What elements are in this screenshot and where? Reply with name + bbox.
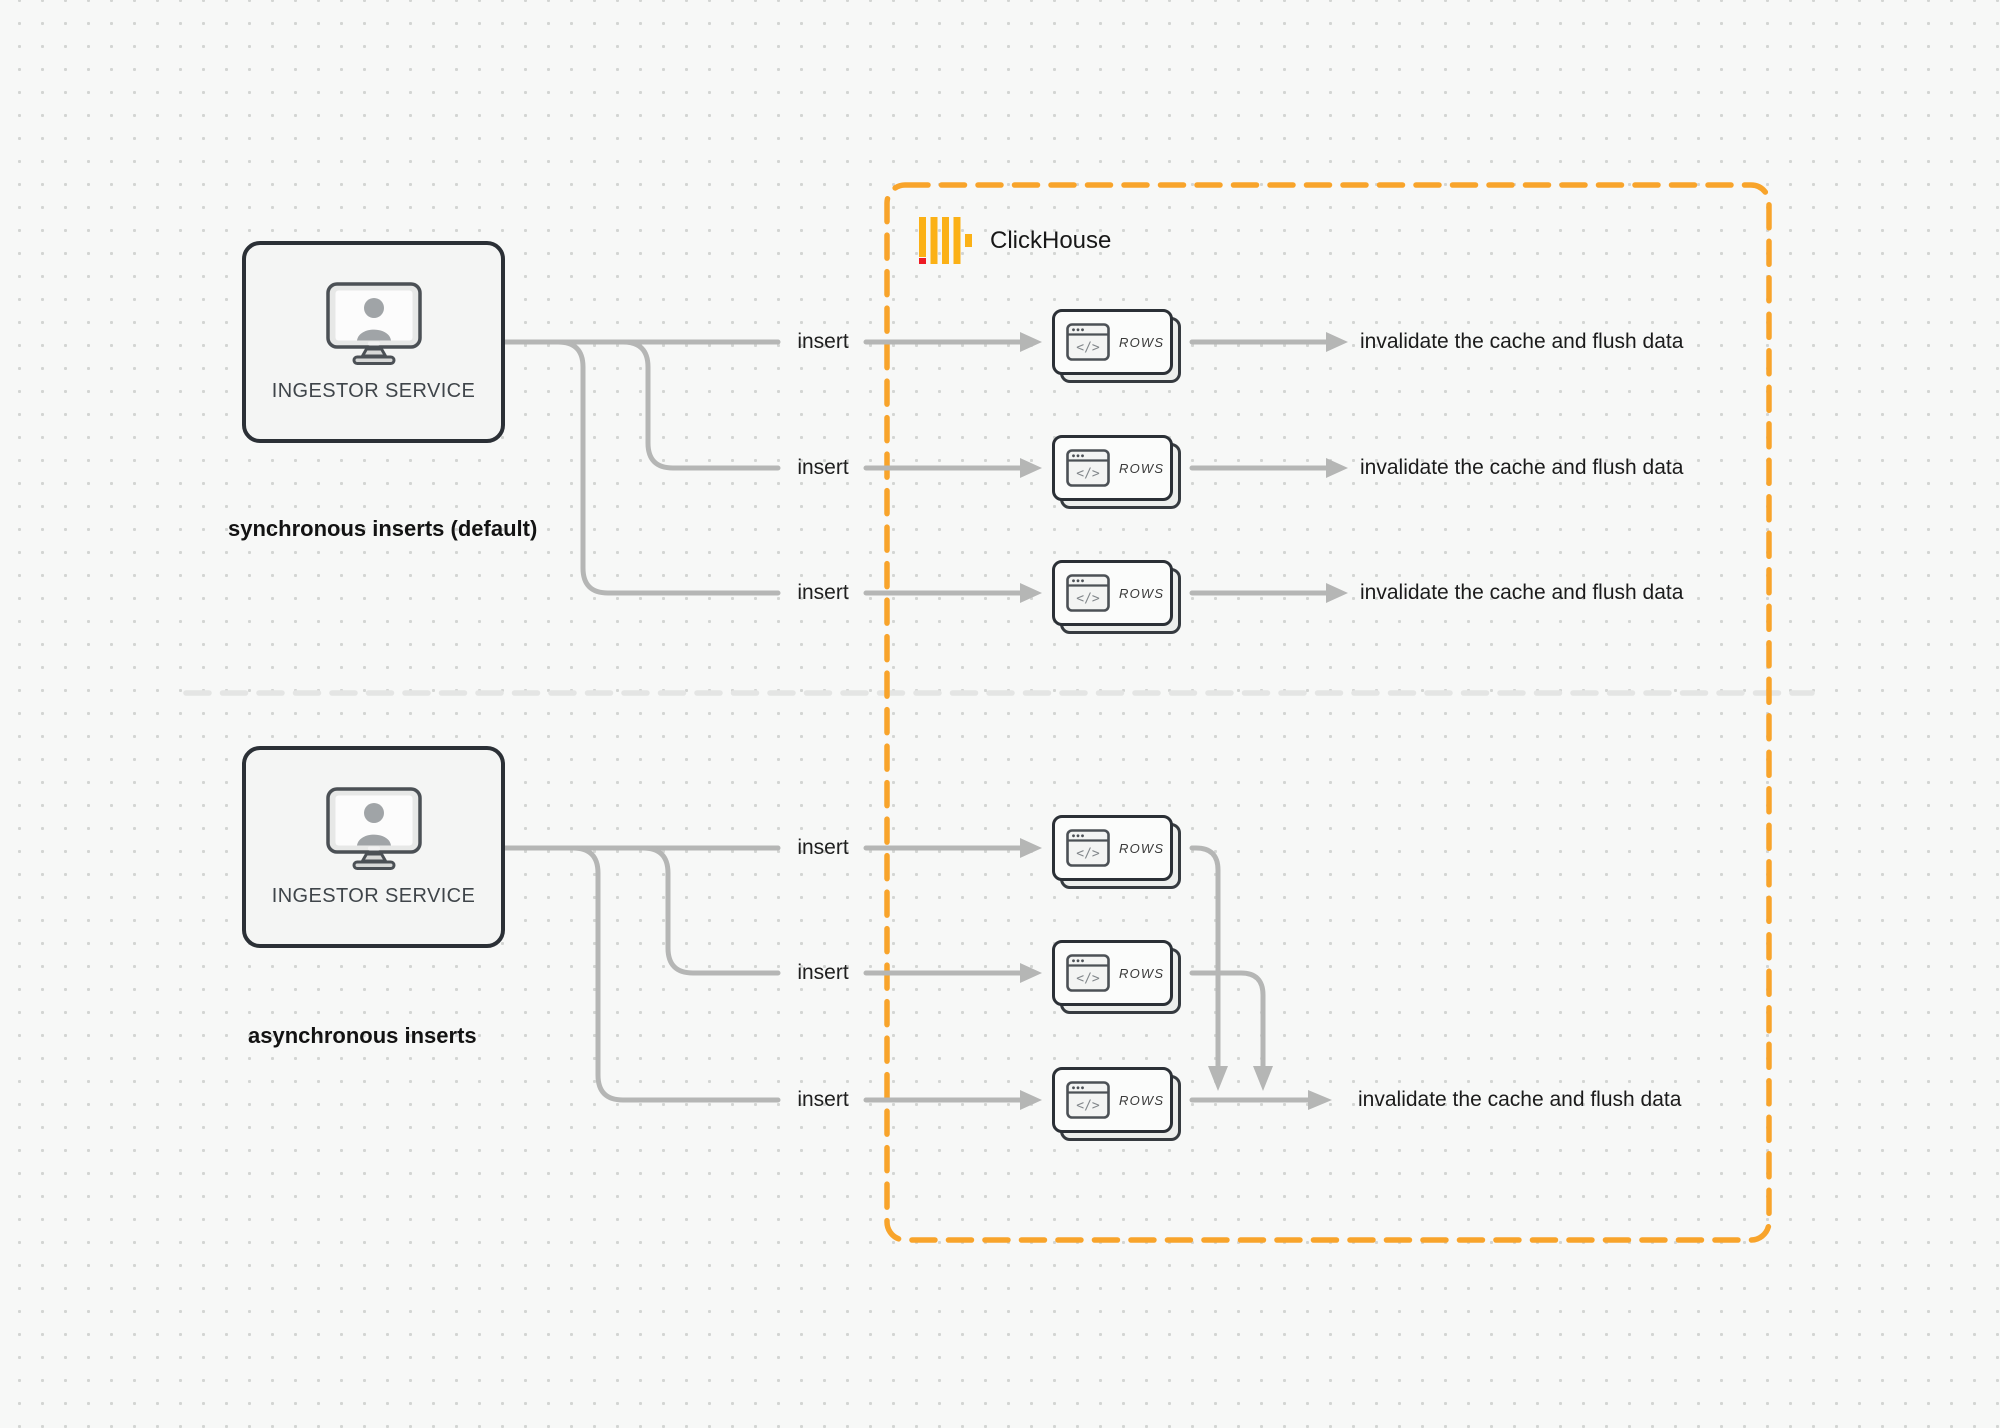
rows-card-face: </> ROWS: [1052, 560, 1173, 626]
rows-card-async-2: </> ROWS: [1052, 940, 1184, 1016]
async-feed-row2: [502, 845, 781, 976]
code-glyph: </>: [1076, 467, 1100, 482]
code-window-icon: </>: [1066, 323, 1110, 361]
rows-card-label: ROWS: [1119, 840, 1165, 856]
ingestor-service-label: INGESTOR SERVICE: [271, 379, 476, 402]
async-insert-label-3: insert: [797, 1088, 849, 1111]
async-insert-label-2: insert: [797, 961, 849, 984]
sync-outcome-label-1: invalidate the cache and flush data: [1360, 330, 1684, 353]
code-glyph: </>: [1076, 972, 1100, 987]
workstation-icon: [325, 786, 422, 870]
code-window-icon: </>: [1066, 449, 1110, 487]
code-glyph: </>: [1076, 592, 1100, 607]
sync-feed-row2: [502, 339, 781, 471]
rows-card-sync-3: </> ROWS: [1052, 560, 1184, 636]
rows-card-async-1: </> ROWS: [1052, 815, 1184, 891]
code-glyph: </>: [1076, 341, 1100, 356]
async-drop-line-1: [1189, 845, 1221, 1069]
ingestor-service-box-sync: INGESTOR SERVICE: [242, 241, 505, 443]
rows-card-sync-2: </> ROWS: [1052, 435, 1184, 511]
workstation-icon: [325, 281, 422, 365]
sync-insert-label-2: insert: [797, 456, 849, 479]
async-insert-label-1: insert: [797, 836, 849, 859]
rows-card-label: ROWS: [1119, 965, 1165, 981]
code-glyph: </>: [1076, 1099, 1100, 1114]
code-window-icon: </>: [1066, 829, 1110, 867]
sync-outcome-label-3: invalidate the cache and flush data: [1360, 581, 1684, 604]
rows-card-async-3: </> ROWS: [1052, 1067, 1184, 1143]
code-window-icon: </>: [1066, 574, 1110, 612]
rows-card-sync-1: </> ROWS: [1052, 309, 1184, 385]
sync-insert-label-3: insert: [797, 581, 849, 604]
rows-card-face: </> ROWS: [1052, 1067, 1173, 1133]
code-window-icon: </>: [1066, 1081, 1110, 1119]
ingestor-service-label: INGESTOR SERVICE: [271, 884, 476, 907]
rows-card-face: </> ROWS: [1052, 435, 1173, 501]
async-section-label: asynchronous inserts: [248, 1023, 477, 1048]
rows-card-face: </> ROWS: [1052, 309, 1173, 375]
rows-card-label: ROWS: [1119, 585, 1165, 601]
rows-card-label: ROWS: [1119, 334, 1165, 350]
sync-section-label: synchronous inserts (default): [228, 516, 538, 541]
code-glyph: </>: [1076, 847, 1100, 862]
async-drop-line-2: [1189, 970, 1266, 1069]
clickhouse-wordmark: ClickHouse: [990, 227, 1112, 254]
rows-card-face: </> ROWS: [1052, 815, 1173, 881]
async-outcome-label: invalidate the cache and flush data: [1358, 1088, 1682, 1111]
sync-insert-label-1: insert: [797, 330, 849, 353]
sync-outcome-label-2: invalidate the cache and flush data: [1360, 456, 1684, 479]
async-connectors: [502, 845, 1313, 1103]
async-feed-row3: [502, 845, 781, 1103]
ingestor-service-box-async: INGESTOR SERVICE: [242, 746, 505, 948]
rows-card-label: ROWS: [1119, 460, 1165, 476]
clickhouse-logo-icon: [919, 217, 972, 264]
code-window-icon: </>: [1066, 954, 1110, 992]
rows-card-face: </> ROWS: [1052, 940, 1173, 1006]
sync-feed-row3: [502, 339, 781, 596]
rows-card-label: ROWS: [1119, 1092, 1165, 1108]
sync-connectors: [502, 339, 1331, 596]
